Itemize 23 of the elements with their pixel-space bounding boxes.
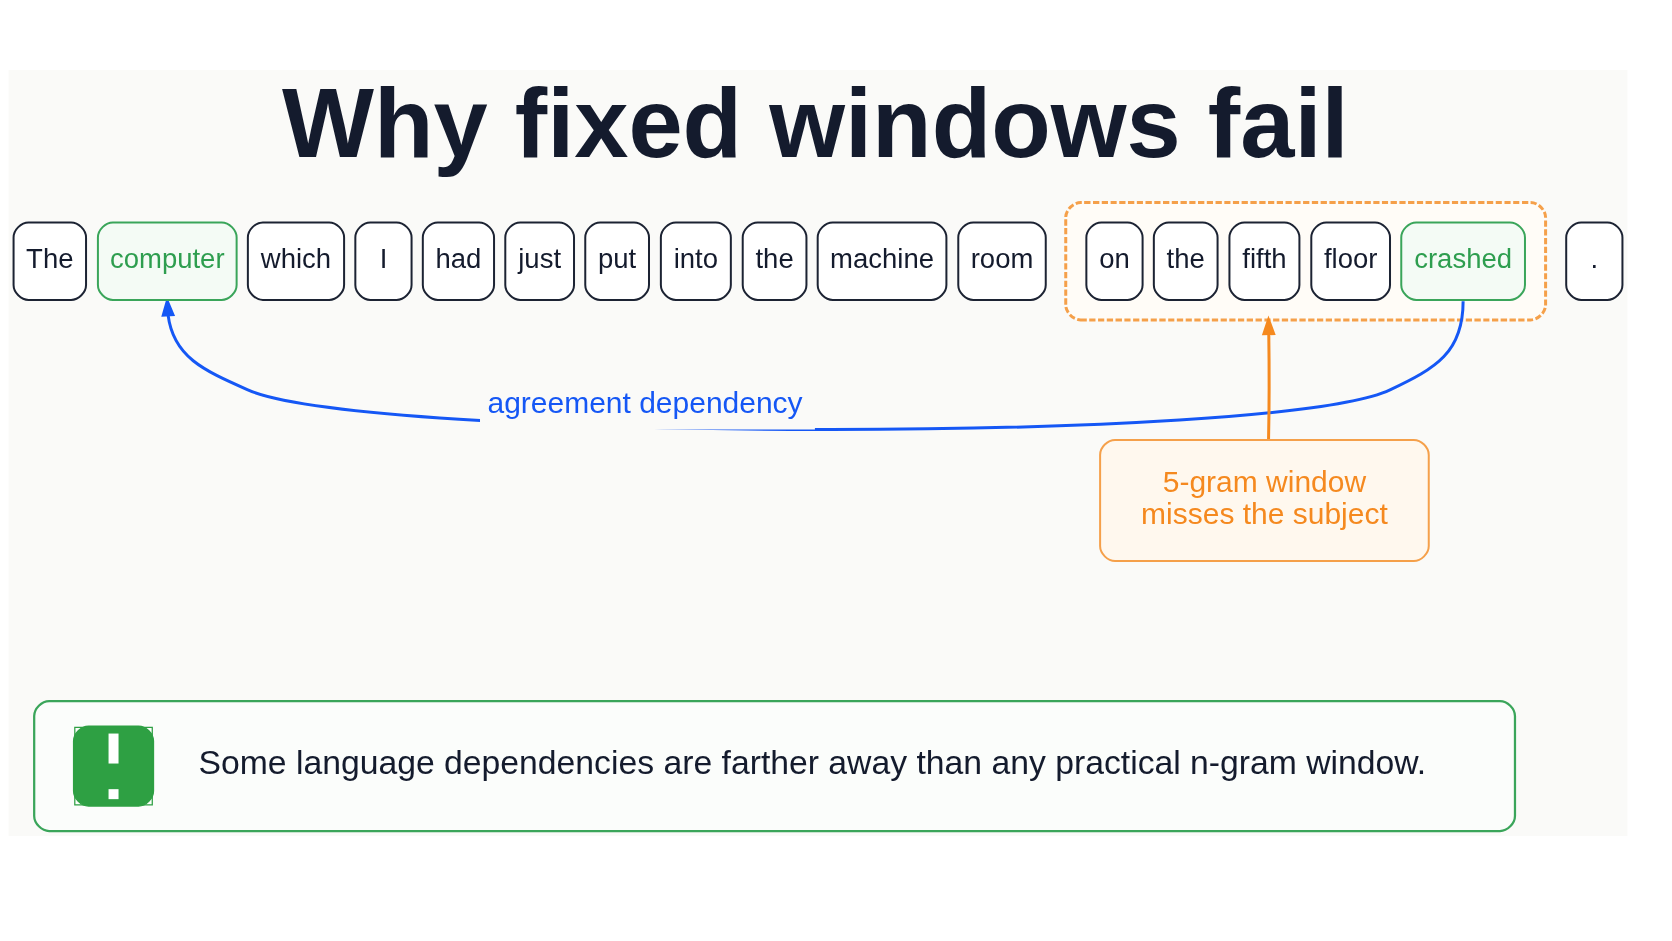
- node-box: which: [246, 220, 346, 301]
- node-box: Some language dependencies are farther away than any practical n-gram window.: [33, 699, 1517, 832]
- node-box: into: [659, 220, 732, 301]
- node-box: 5-gram window misses the subject: [1099, 438, 1430, 562]
- node-box: put: [584, 220, 650, 301]
- node-box: room: [957, 220, 1047, 301]
- node-box: just: [504, 220, 575, 301]
- cluster: [1064, 200, 1548, 321]
- arrow: [1261, 314, 1276, 440]
- node-box: machine: [816, 220, 948, 301]
- node-box: on: [1085, 220, 1144, 301]
- node-box: .: [1565, 220, 1624, 301]
- edge-label: agreement dependency: [487, 385, 803, 419]
- node-box: fifth: [1228, 220, 1301, 301]
- node-box: had: [421, 220, 496, 301]
- node-box: crashed: [1400, 220, 1526, 301]
- node-box: floor: [1310, 220, 1391, 301]
- node-box: computer: [96, 220, 238, 301]
- node-box: The: [12, 220, 88, 301]
- node-box: the: [741, 220, 808, 301]
- diagram-title: Why fixed windows fail: [281, 68, 1349, 178]
- node-box: I: [354, 220, 413, 301]
- node-box: the: [1152, 220, 1219, 301]
